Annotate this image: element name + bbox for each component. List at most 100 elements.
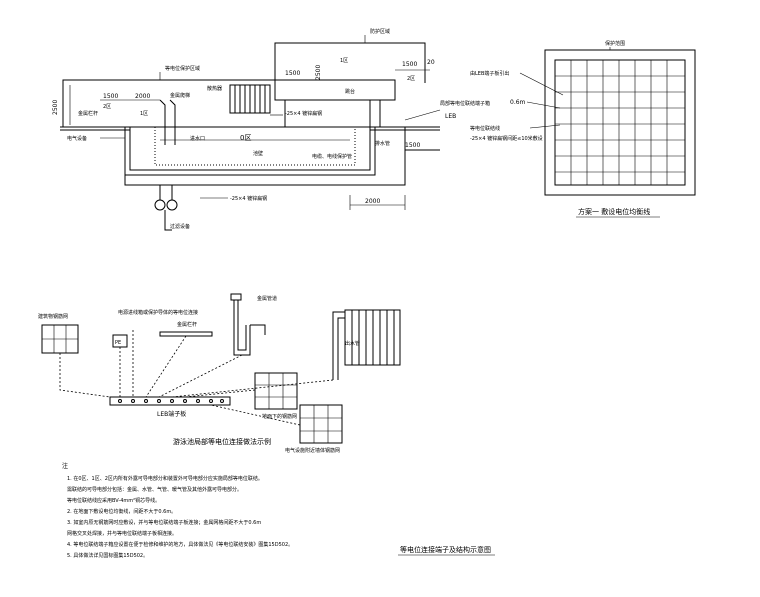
leb-terminal-bar bbox=[109, 396, 231, 406]
foundation-step bbox=[404, 127, 440, 151]
bond-line bbox=[158, 354, 243, 398]
pool-basin-outer bbox=[124, 127, 376, 176]
terminal bbox=[170, 399, 174, 403]
plan-view: 保护范围 由LEB端子板引出 0.6m 等电位联结线 -25×4 镀锌扁钢间距≤… bbox=[470, 40, 696, 218]
plan-steel-note: -25×4 镀锌扁钢间距≤10米敷设 bbox=[470, 135, 543, 142]
bond-line bbox=[210, 404, 301, 426]
bonding-example: 建筑物钢筋网 PE 电源进线箱或保护导体的等电位连接 金属栏杆 金属管道 bbox=[38, 293, 401, 454]
notes-title: 注 bbox=[62, 462, 68, 470]
pool-section: 防护区域 等电位保护区域 2500 1500 2000 2区 1区 1500 2… bbox=[52, 28, 490, 231]
label-zone2-right: 2区 bbox=[407, 76, 415, 82]
wall-mesh bbox=[299, 404, 343, 444]
dim-2000-bottom: 2000 bbox=[365, 198, 380, 205]
note-line-3: 等电位联结线应采用BV-4mm²铜芯导线。 bbox=[67, 497, 160, 504]
terminal bbox=[196, 399, 200, 403]
label-ground-mesh: -25×4 镀锌扁钢 bbox=[285, 110, 322, 117]
bond-line bbox=[184, 389, 256, 398]
note-line-1: 1. 在0区、1区、2区内所有外露可导电部分和装置外可导电部分应实施局部等电位联… bbox=[67, 475, 263, 482]
pipe bbox=[164, 210, 172, 231]
terminal bbox=[209, 399, 213, 403]
label-pipe: 出水管 bbox=[345, 340, 360, 347]
ground-mesh-dotted bbox=[154, 127, 356, 166]
label-zone1-top: 1区 bbox=[340, 58, 348, 64]
leader-line bbox=[529, 124, 561, 129]
note-line-5: 3. 如室内原无钢筋网时应敷设，并与等电位联结端子板连接；金属网格间距不大于0.… bbox=[67, 519, 261, 526]
platform bbox=[274, 79, 396, 101]
label-zone1: 1区 bbox=[140, 111, 148, 117]
label-metal-pipe: 金属管道 bbox=[257, 295, 277, 302]
dim-2500-top: 2500 bbox=[315, 65, 322, 80]
dim-1500-lower: 1500 bbox=[405, 142, 420, 149]
leader-line bbox=[519, 72, 564, 96]
plan-outer bbox=[544, 49, 696, 196]
label-elec-equip: 电气设备 bbox=[67, 135, 87, 142]
label-leb-box: 局部等电位联结端子箱 bbox=[440, 100, 490, 107]
note-line-7: 4. 等电位联结端子箱应设置在便于检修和维护的地方，具体做法见《等电位联结安装》… bbox=[67, 541, 293, 548]
note-line-4: 2. 在地面下敷设电位均衡线，间距不大于0.6m。 bbox=[67, 508, 176, 515]
plan-grid bbox=[555, 60, 685, 185]
dim-1500-top: 1500 bbox=[285, 70, 300, 77]
label-platform: 跳台 bbox=[345, 88, 355, 95]
pipe bbox=[337, 317, 345, 380]
terminal bbox=[144, 399, 148, 403]
dim-2500-left: 2500 bbox=[52, 100, 59, 115]
label-wall-mesh: 电气设施附近墙体钢筋网 bbox=[285, 447, 340, 454]
terminal bbox=[131, 399, 135, 403]
metal-pipe bbox=[233, 300, 251, 356]
plan-caption: 方案一 敷设电位均衡线 bbox=[578, 207, 650, 216]
radiator bbox=[229, 84, 271, 114]
note-line-8: 5. 具体做法详见国标图集15D502。 bbox=[67, 552, 148, 559]
foundation bbox=[124, 127, 406, 186]
leader-line bbox=[404, 109, 441, 121]
bonding-caption: 游泳池局部等电位连接做法示例 bbox=[173, 437, 271, 446]
label-leb: LEB bbox=[445, 113, 456, 120]
label-metal-ladder: 金属爬梯 bbox=[170, 92, 190, 99]
label-leb: LEB端子板 bbox=[157, 410, 186, 418]
label-drain: 排水管 bbox=[375, 140, 390, 147]
label-metal-rail: 金属栏杆 bbox=[177, 321, 197, 328]
bond-line bbox=[59, 353, 111, 398]
bottom-caption: 等电位连接端子及结构示意图 bbox=[400, 545, 491, 554]
dim-20: 20 bbox=[427, 59, 435, 66]
label-pe-note: 电源进线箱或保护导体的等电位连接 bbox=[118, 309, 198, 316]
terminal bbox=[118, 399, 122, 403]
dim-2000: 2000 bbox=[135, 93, 150, 100]
plan-height: 0.6m bbox=[510, 99, 526, 106]
terminal bbox=[157, 399, 161, 403]
floor-mesh bbox=[254, 372, 298, 410]
terminal bbox=[220, 399, 224, 403]
metal-pipe-inner bbox=[237, 300, 247, 351]
plan-protect-zone: 保护范围 bbox=[605, 40, 625, 47]
label-pool-wall: 池壁 bbox=[253, 150, 263, 157]
label-filter: 过滤设备 bbox=[170, 223, 190, 230]
protect-zone-outline bbox=[274, 42, 426, 83]
filter-tank bbox=[154, 199, 166, 211]
label-equipotential-zone: 等电位保护区域 bbox=[165, 65, 200, 72]
pipe-cap bbox=[230, 293, 242, 301]
label-cable: 电缆、电线保护管 bbox=[312, 153, 352, 160]
terminal bbox=[183, 399, 187, 403]
label-steel-bar-mesh: 建筑物钢筋网 bbox=[38, 313, 68, 320]
label-inlet: 进水口 bbox=[190, 135, 205, 142]
dim-1500-left: 1500 bbox=[103, 93, 118, 100]
label-ground-mesh-bottom: -25×4 镀锌扁钢 bbox=[230, 195, 267, 202]
note-line-2: 需联结的可导电部分包括：金属、水管、气管、暖气管及其他外露可导电部分。 bbox=[67, 486, 242, 493]
equipotential-zone-outline bbox=[62, 79, 275, 127]
label-protect-zone: 防护区域 bbox=[370, 28, 390, 35]
dim-1500-right: 1500 bbox=[402, 61, 417, 68]
label-metal-rail: 金属栏杆 bbox=[78, 110, 98, 117]
plan-equipotential-line: 等电位联结线 bbox=[470, 125, 500, 132]
leader-line bbox=[526, 101, 561, 109]
plan-leb-note: 由LEB端子板引出 bbox=[470, 70, 509, 77]
label-heater: 散热器 bbox=[207, 85, 222, 92]
bond-line bbox=[145, 335, 187, 398]
notes: 注 1. 在0区、1区、2区内所有外露可导电部分和装置外可导电部分应实施局部等电… bbox=[62, 462, 293, 559]
metal-ladder bbox=[159, 99, 166, 145]
label-pe: PE bbox=[115, 340, 121, 346]
label-floor-mesh: 地面下的钢筋网 bbox=[262, 413, 297, 420]
note-line-6: 网格交叉处焊接，并与等电位联结端子板相连接。 bbox=[67, 530, 177, 537]
bond-line bbox=[171, 379, 334, 398]
leb-terminals bbox=[118, 399, 224, 403]
filter-tank bbox=[166, 199, 178, 211]
